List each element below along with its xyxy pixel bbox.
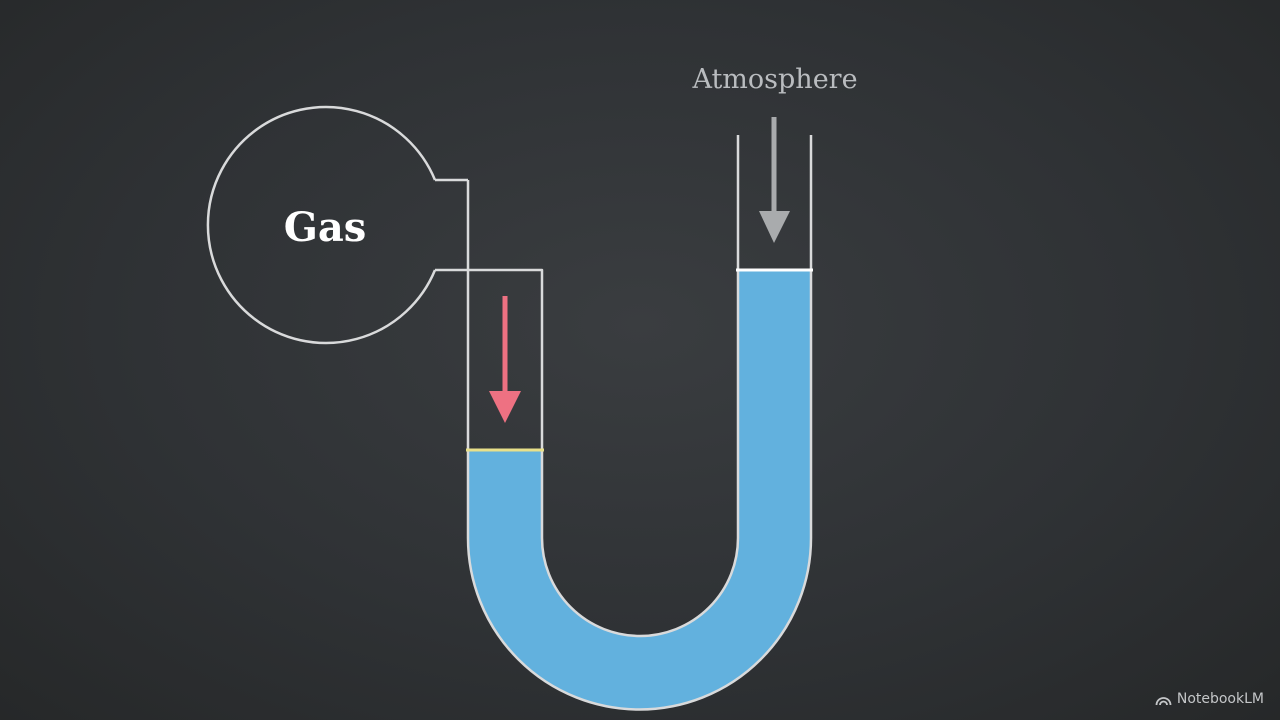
manometer-liquid: [468, 270, 811, 710]
atmosphere-label: Atmosphere: [691, 64, 857, 95]
notebooklm-logo-icon: [1155, 693, 1172, 706]
gas-bulb: [206, 105, 468, 345]
manometer-tube-outline: [466, 135, 813, 711]
manometer-tube-inner-outline: [435, 135, 740, 638]
atmosphere-pressure-arrow-icon: [759, 117, 790, 243]
brand-name: NotebookLM: [1176, 691, 1264, 707]
notebooklm-watermark: NotebookLM: [1155, 691, 1264, 707]
gas-label: Gas: [284, 204, 367, 251]
gas-pressure-arrow-icon: [489, 296, 521, 423]
